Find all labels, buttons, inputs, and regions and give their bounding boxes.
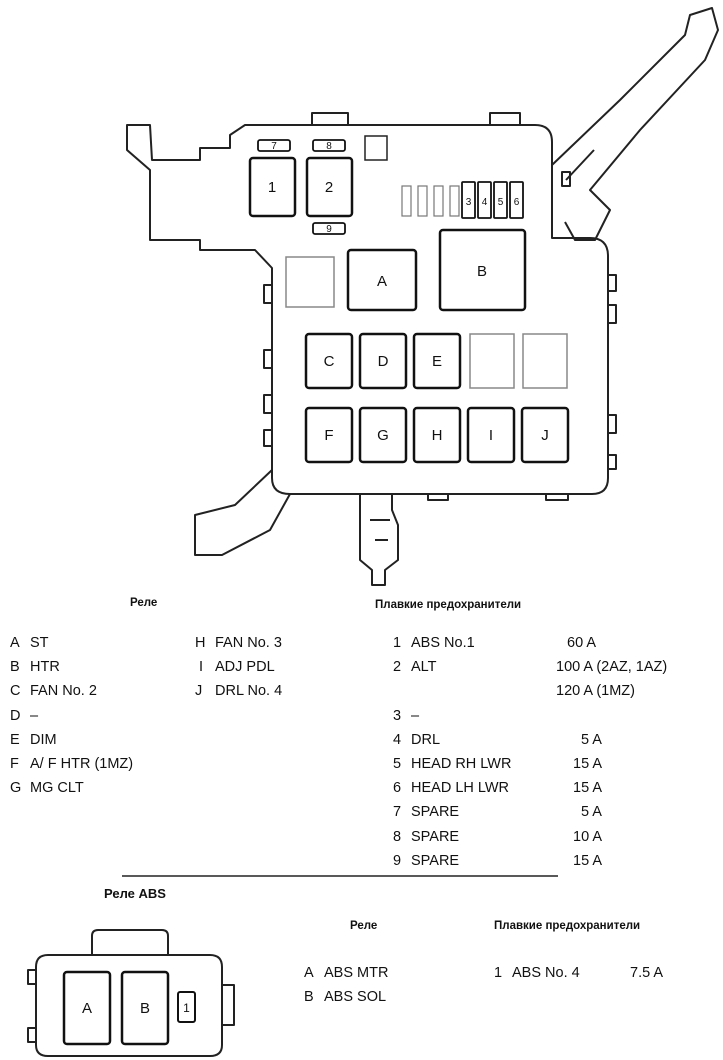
fuse-3-label: 3 — [466, 197, 472, 208]
fuse-1 — [248, 156, 297, 218]
fuse-5-label: 5 — [498, 197, 504, 208]
relay-F-label: F — [324, 427, 333, 444]
relay-B-label: B — [477, 263, 487, 280]
relay-D-label: D — [378, 353, 389, 370]
abs-relay-A — [62, 970, 112, 1046]
fuse-6 — [509, 181, 524, 219]
fuse-9-label: 9 — [326, 224, 332, 235]
mounting-bracket — [551, 7, 719, 241]
abs-title: Реле ABS — [104, 886, 166, 901]
relay-heading: Реле — [130, 597, 158, 609]
abs-relay-heading: Реле — [350, 920, 378, 932]
relay-E — [412, 332, 462, 390]
abs-fuse-1-label: 1 — [183, 1001, 190, 1015]
relay-G — [358, 406, 408, 464]
relay-B — [438, 228, 527, 312]
fuse-4 — [477, 181, 492, 219]
fuse-4-label: 4 — [482, 197, 488, 208]
abs-box-outline — [35, 954, 223, 1057]
relay-I-label: I — [489, 427, 493, 444]
fuse-heading: Плавкие предохранители — [375, 599, 522, 611]
fuse-6-label: 6 — [514, 197, 520, 208]
fuse-2 — [305, 156, 354, 218]
relay-I — [466, 406, 516, 464]
relay-D — [358, 332, 408, 390]
main-box-outline — [126, 124, 609, 495]
abs-relay-A-label: A — [82, 1000, 92, 1017]
fuse-2-label: 2 — [325, 179, 333, 196]
fuse-9 — [312, 222, 346, 235]
abs-relay-B-label: B — [140, 1000, 150, 1017]
bottom-connector — [359, 494, 399, 586]
relay-F — [304, 406, 354, 464]
bottom-left-tab — [194, 469, 291, 556]
fuse-1-label: 1 — [268, 179, 276, 196]
relay-J-label: J — [541, 427, 549, 444]
abs-fuse-heading: Плавкие предохранители — [494, 920, 641, 932]
relay-J — [520, 406, 570, 464]
relay-C — [304, 332, 354, 390]
fuse-7 — [257, 139, 291, 152]
relay-A — [346, 248, 418, 312]
fuse-3 — [461, 181, 476, 219]
fuse-5 — [493, 181, 508, 219]
relay-H — [412, 406, 462, 464]
relay-E-label: E — [432, 353, 442, 370]
abs-fuse-1 — [177, 991, 196, 1023]
relay-A-label: A — [377, 273, 387, 290]
fuse-8-label: 8 — [326, 141, 332, 152]
relay-H-label: H — [432, 427, 443, 444]
fuse-8 — [312, 139, 346, 152]
abs-relay-B — [120, 970, 170, 1046]
relay-C-label: C — [324, 353, 335, 370]
relay-G-label: G — [377, 427, 389, 444]
fuse-7-label: 7 — [271, 141, 277, 152]
